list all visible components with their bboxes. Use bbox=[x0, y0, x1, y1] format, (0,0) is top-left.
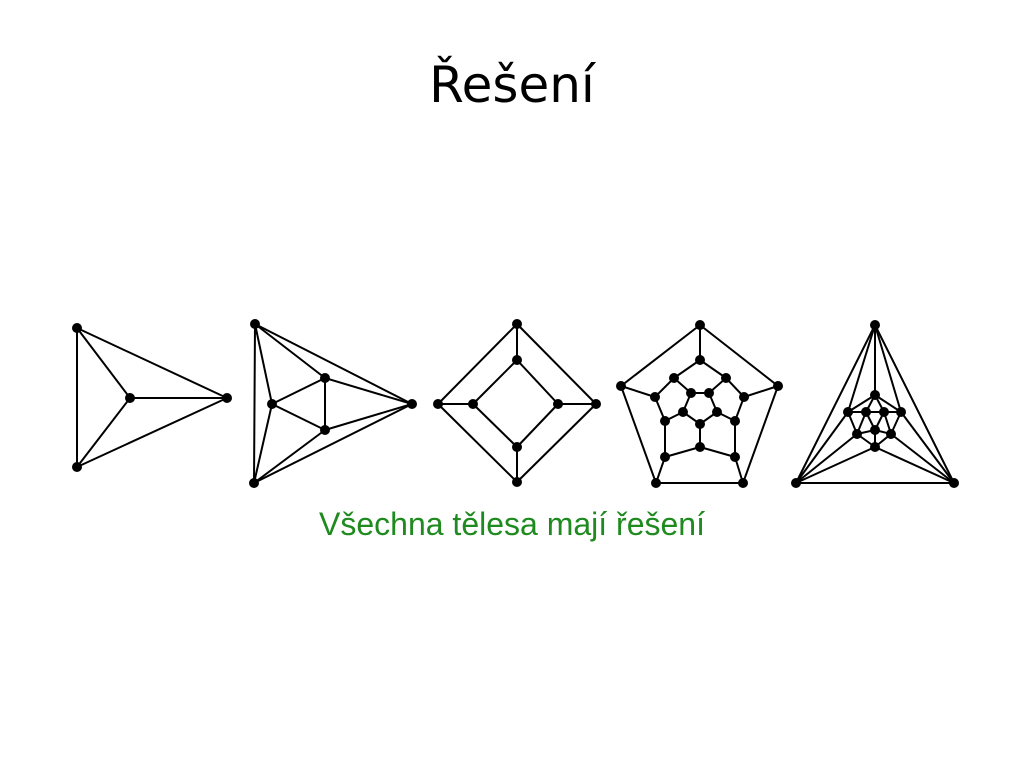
icosahedron-graph bbox=[791, 320, 959, 488]
cube-graph bbox=[433, 319, 601, 487]
dodecahedron-graph bbox=[616, 320, 783, 488]
slide-title: Řešení bbox=[429, 56, 595, 114]
tetrahedron-graph bbox=[72, 323, 232, 472]
caption-text: Všechna tělesa mají řešení bbox=[319, 506, 705, 542]
octahedron-graph bbox=[249, 319, 417, 488]
